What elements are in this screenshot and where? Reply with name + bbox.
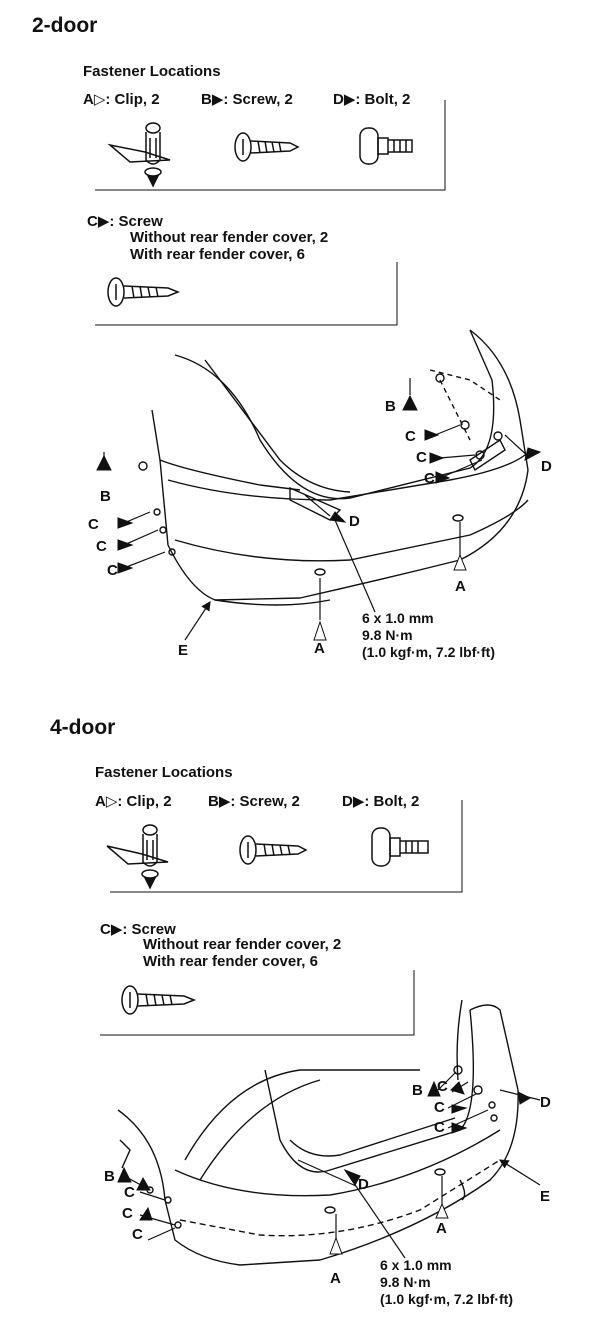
bolt-d-text: : Bolt, 2 bbox=[364, 793, 420, 810]
filled-triangle-icon: ▶ bbox=[352, 793, 365, 810]
bolt-d-icon bbox=[371, 827, 429, 867]
torque-spec-nm: 9.8 N·m bbox=[362, 627, 413, 643]
screw-b-legend: B▶: Screw, 2 bbox=[208, 792, 300, 810]
screw-c-line2: With rear fender cover, 6 bbox=[130, 246, 305, 263]
torque-spec-size: 6 x 1.0 mm bbox=[380, 1257, 452, 1273]
torque-spec-alt: (1.0 kgf·m, 7.2 lbf·ft) bbox=[380, 1291, 514, 1307]
callout-b: B bbox=[412, 1082, 423, 1099]
torque-spec-alt: (1.0 kgf·m, 7.2 lbf·ft) bbox=[362, 644, 496, 660]
clip-label: A bbox=[83, 91, 94, 108]
callout-arrows-2door bbox=[96, 394, 542, 641]
callout-arrows-4door bbox=[117, 1080, 532, 1255]
filled-triangle-icon: ▶ bbox=[110, 921, 123, 938]
screw-c-line2: With rear fender cover, 6 bbox=[143, 953, 318, 970]
clip-icon bbox=[106, 824, 169, 890]
callout-c: C bbox=[132, 1226, 143, 1243]
bumper-4door bbox=[117, 999, 519, 1266]
callout-c: C bbox=[124, 1184, 135, 1201]
callout-a: A bbox=[330, 1270, 341, 1287]
callout-c: C bbox=[122, 1205, 133, 1222]
bolt-d-legend: D▶: Bolt, 2 bbox=[342, 792, 419, 810]
clip-icon bbox=[107, 122, 171, 188]
clip-text: : Clip, 2 bbox=[117, 793, 172, 810]
open-triangle-icon: ▷ bbox=[105, 793, 118, 810]
torque-spec: 6 x 1.0 mm 9.8 N·m (1.0 kgf·m, 7.2 lbf·f… bbox=[362, 610, 495, 661]
fastener-box-4door bbox=[100, 800, 463, 1036]
bolt-d-icon bbox=[359, 127, 413, 165]
bolt-d-label: D bbox=[333, 91, 344, 108]
callout-c: C bbox=[434, 1119, 445, 1136]
open-triangle-icon: ▷ bbox=[93, 91, 106, 108]
callout-a: A bbox=[436, 1220, 447, 1237]
bolt-d-legend: D▶: Bolt, 2 bbox=[333, 90, 410, 108]
torque-spec: 6 x 1.0 mm 9.8 N·m (1.0 kgf·m, 7.2 lbf·f… bbox=[380, 1257, 513, 1308]
callout-c: C bbox=[88, 516, 99, 533]
callout-d: D bbox=[349, 513, 360, 530]
callout-d: D bbox=[541, 458, 552, 475]
screw-b-legend: B▶: Screw, 2 bbox=[201, 90, 293, 108]
callout-a: A bbox=[314, 640, 325, 657]
screw-c-text: : Screw bbox=[122, 921, 176, 938]
callout-c: C bbox=[416, 449, 427, 466]
callout-d: D bbox=[358, 1176, 369, 1193]
screw-c-legend: C▶: Screw bbox=[100, 920, 176, 938]
callout-b: B bbox=[385, 398, 396, 415]
filled-triangle-icon: ▶ bbox=[211, 91, 224, 108]
fastener-header: Fastener Locations bbox=[83, 63, 221, 80]
callout-b: B bbox=[100, 488, 111, 505]
screw-b-icon bbox=[234, 132, 300, 162]
callout-a: A bbox=[455, 578, 466, 595]
clip-text: : Clip, 2 bbox=[105, 91, 160, 108]
torque-spec-size: 6 x 1.0 mm bbox=[362, 610, 434, 626]
screw-c-text: : Screw bbox=[109, 213, 163, 230]
screw-b-text: : Screw, 2 bbox=[223, 91, 293, 108]
clip-label: A bbox=[95, 793, 106, 810]
section-title-2door: 2-door bbox=[32, 14, 98, 37]
clip-legend: A▷: Clip, 2 bbox=[83, 90, 160, 108]
fastener-box-2door bbox=[95, 100, 446, 326]
callout-c: C bbox=[437, 1078, 448, 1095]
callout-c: C bbox=[405, 428, 416, 445]
screw-b-text: : Screw, 2 bbox=[230, 793, 300, 810]
filled-triangle-icon: ▶ bbox=[97, 213, 110, 230]
clip-legend: A▷: Clip, 2 bbox=[95, 792, 172, 810]
filled-triangle-icon: ▶ bbox=[218, 793, 231, 810]
screw-b-label: B bbox=[208, 793, 219, 810]
callout-c: C bbox=[434, 1099, 445, 1116]
callout-b: B bbox=[104, 1168, 115, 1185]
filled-triangle-icon: ▶ bbox=[343, 91, 356, 108]
screw-b-label: B bbox=[201, 91, 212, 108]
screw-c-icon bbox=[121, 985, 197, 1015]
screw-c-icon bbox=[107, 277, 181, 307]
bumper-2door bbox=[138, 329, 529, 606]
section-title-4door: 4-door bbox=[50, 716, 116, 739]
screw-c-label: C bbox=[100, 921, 111, 938]
torque-spec-nm: 9.8 N·m bbox=[380, 1274, 431, 1290]
screw-c-legend: C▶: Screw bbox=[87, 212, 163, 230]
bolt-d-text: : Bolt, 2 bbox=[355, 91, 411, 108]
callout-c: C bbox=[107, 562, 118, 579]
screw-c-line1: Without rear fender cover, 2 bbox=[143, 936, 342, 953]
callout-c: C bbox=[96, 538, 107, 555]
bolt-d-label: D bbox=[342, 793, 353, 810]
fastener-header: Fastener Locations bbox=[95, 764, 233, 781]
screw-c-line1: Without rear fender cover, 2 bbox=[130, 229, 329, 246]
callout-e: E bbox=[540, 1188, 551, 1205]
screw-c-label: C bbox=[87, 213, 98, 230]
callout-e: E bbox=[178, 642, 189, 659]
callout-c: C bbox=[424, 470, 435, 487]
callout-d: D bbox=[540, 1094, 551, 1111]
screw-b-icon bbox=[239, 835, 308, 865]
